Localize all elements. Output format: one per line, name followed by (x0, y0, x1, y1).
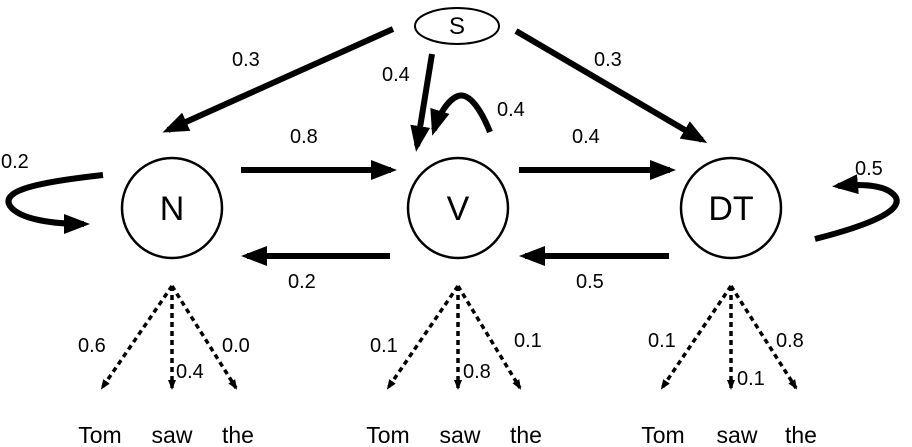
word-n-saw: saw (152, 422, 193, 447)
arrow-s-n (162, 26, 395, 133)
word-dt-saw: saw (717, 422, 758, 447)
word-n-tom: Tom (78, 422, 121, 447)
word-dt-tom: Tom (641, 422, 684, 447)
state-node-dt (679, 156, 783, 260)
word-dt-the: the (785, 422, 817, 447)
start-label: S (449, 13, 465, 40)
emit-n-the (170, 285, 238, 390)
prob-dt-dt: 0.5 (855, 158, 883, 180)
prob-v-v: 0.4 (497, 99, 525, 121)
state-node-v (406, 156, 510, 260)
prob-emit-n-tom: 0.6 (78, 335, 106, 357)
state-node-n (120, 156, 224, 260)
prob-n-n: 0.2 (1, 151, 29, 173)
prob-s-n: 0.3 (232, 49, 260, 71)
prob-v-dt: 0.4 (572, 126, 600, 148)
emit-v-tom (386, 285, 460, 390)
loop-v-v (430, 92, 493, 136)
emit-n-tom (100, 285, 174, 390)
loop-dt-dt (814, 174, 900, 242)
emit-dt-tom (660, 285, 733, 390)
prob-v-n: 0.2 (288, 271, 316, 293)
loop-n-n (5, 172, 104, 234)
prob-emit-dt-tom: 0.1 (648, 330, 676, 352)
prob-emit-v-the: 0.1 (514, 330, 542, 352)
state-label-n: N (160, 190, 185, 228)
prob-emit-dt-saw: 0.1 (737, 368, 765, 390)
prob-emit-n-the: 0.0 (222, 335, 250, 357)
emit-dt-the (729, 285, 798, 390)
word-n-the: the (222, 422, 254, 447)
arrow-s-dt (514, 28, 708, 144)
state-label-dt: DT (708, 190, 753, 228)
prob-s-v: 0.4 (382, 64, 410, 86)
prob-emit-v-tom: 0.1 (370, 335, 398, 357)
start-node (414, 7, 500, 45)
prob-emit-v-saw: 0.8 (463, 361, 491, 383)
word-v-tom: Tom (366, 422, 409, 447)
prob-emit-n-saw: 0.4 (176, 361, 204, 383)
prob-emit-dt-the: 0.8 (776, 330, 804, 352)
prob-s-dt: 0.3 (594, 49, 622, 71)
emit-v-the (456, 285, 522, 390)
word-v-saw: saw (440, 422, 481, 447)
state-label-v: V (447, 190, 470, 228)
prob-dt-v: 0.5 (576, 271, 604, 293)
prob-n-v: 0.8 (290, 126, 318, 148)
arrow-s-v (410, 53, 435, 152)
word-v-the: the (510, 422, 542, 447)
